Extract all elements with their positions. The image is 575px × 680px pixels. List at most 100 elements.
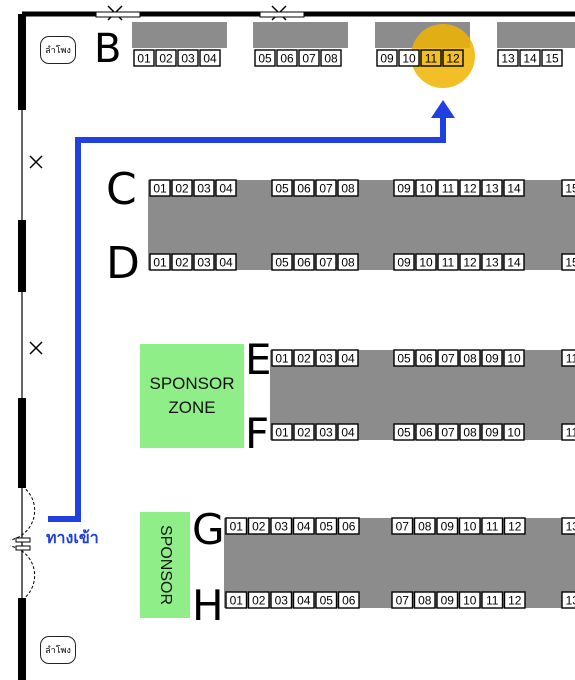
booth-cell: [337, 253, 359, 271]
booth-number: 04: [341, 352, 355, 366]
booth-number: 08: [341, 256, 355, 270]
booth-number: 14: [523, 52, 537, 66]
booth-number: 13: [485, 256, 499, 270]
booth-number: 02: [159, 52, 173, 66]
booth-cell: [293, 349, 315, 367]
booth-number: 13: [485, 182, 499, 196]
booth-number: 04: [341, 426, 355, 440]
entrance-label: ทางเข้า: [46, 528, 99, 547]
booth-cell: [247, 517, 270, 535]
booth-number: 02: [175, 256, 189, 270]
booth-cell: [270, 517, 293, 535]
booth-number: 06: [297, 256, 311, 270]
booth-cell: [459, 423, 481, 441]
sponsor-zone-label: SPONSOR ZONE: [149, 374, 235, 417]
booth-cell: [398, 49, 420, 67]
booth-number: 08: [324, 52, 338, 66]
booth-number: 02: [175, 182, 189, 196]
booth-number: 05: [397, 426, 411, 440]
booth-cell: [171, 179, 193, 197]
booth-cell: [298, 49, 320, 67]
booth-number: 07: [319, 256, 333, 270]
booth-number: 03: [275, 520, 289, 534]
row-letter-b: B: [94, 26, 121, 72]
booth-number: 01: [153, 182, 167, 196]
booth-number: 11: [486, 594, 499, 608]
walls: [9, 5, 575, 680]
booth-number: 08: [463, 426, 477, 440]
booth-cell: [437, 253, 459, 271]
booth-number: 08: [341, 182, 355, 196]
booth-cell: [561, 179, 575, 197]
booth-cell: [293, 179, 315, 197]
booth-cell: [503, 517, 526, 535]
booth-cell: [503, 349, 525, 367]
booth-cell: [458, 517, 481, 535]
booth-cell: [247, 591, 270, 609]
booth-cell: [337, 423, 359, 441]
booth-cell: [481, 423, 503, 441]
booth-number: 07: [441, 352, 455, 366]
booth-cell: [541, 49, 563, 67]
row-letter-f: F: [245, 409, 269, 458]
booth-number: 09: [441, 520, 455, 534]
booth-cell: [271, 253, 293, 271]
booth-cell: [133, 49, 155, 67]
booth-cell: [393, 423, 415, 441]
booth-cell: [177, 49, 199, 67]
booth-number: 09: [380, 52, 394, 66]
booth-number: 05: [320, 594, 334, 608]
booth-cell: [393, 253, 415, 271]
booth-number: 02: [252, 520, 266, 534]
booth-number: 12: [508, 520, 522, 534]
booth-number: 10: [507, 352, 521, 366]
booth-cell: [315, 349, 337, 367]
booth-number: 04: [297, 594, 311, 608]
booth-number: 12: [446, 52, 460, 66]
booth-cell: [561, 591, 575, 609]
row-letter-e: E: [245, 335, 272, 384]
booth-cell: [149, 253, 171, 271]
booth-cell: [171, 253, 193, 271]
booth-number: 03: [197, 256, 211, 270]
booth-cell: [215, 253, 237, 271]
route-path: [48, 100, 455, 522]
booth-number: 12: [463, 256, 477, 270]
booth-cell: [503, 253, 525, 271]
booth-cell: [391, 517, 414, 535]
booth-cell: [271, 349, 293, 367]
booth-cell: [215, 179, 237, 197]
booth-cell: [254, 49, 276, 67]
booth-number: 11: [425, 52, 438, 66]
booth-number: 03: [181, 52, 195, 66]
booth-number: 15: [565, 256, 575, 270]
booth-number: 10: [463, 520, 477, 534]
booth-number: 11: [566, 426, 575, 440]
booth-cell: [315, 423, 337, 441]
booth-cell: [437, 179, 459, 197]
booth-number: 06: [419, 352, 433, 366]
booth-cell: [193, 179, 215, 197]
booth-cell: [413, 591, 436, 609]
booth-number: 04: [219, 182, 233, 196]
booth-cell: [320, 49, 342, 67]
booth-number: 07: [396, 520, 410, 534]
booth-cell: [503, 423, 525, 441]
booth-number: 10: [419, 256, 433, 270]
booth-cell: [481, 179, 503, 197]
booth-cell: [393, 179, 415, 197]
booth-cell: [561, 253, 575, 271]
booth-cell: [391, 591, 414, 609]
booth-number: 06: [280, 52, 294, 66]
booth-number: 14: [507, 182, 521, 196]
booth-number: 05: [275, 182, 289, 196]
booth-cell: [225, 517, 248, 535]
booth-cell: [337, 349, 359, 367]
booth-number: 05: [275, 256, 289, 270]
booth-number: 03: [319, 352, 333, 366]
row-letter-h: H: [192, 581, 224, 630]
booth-number: 05: [397, 352, 411, 366]
booth-number: 07: [441, 426, 455, 440]
booth-number: 01: [153, 256, 167, 270]
booth-cell: [376, 49, 398, 67]
